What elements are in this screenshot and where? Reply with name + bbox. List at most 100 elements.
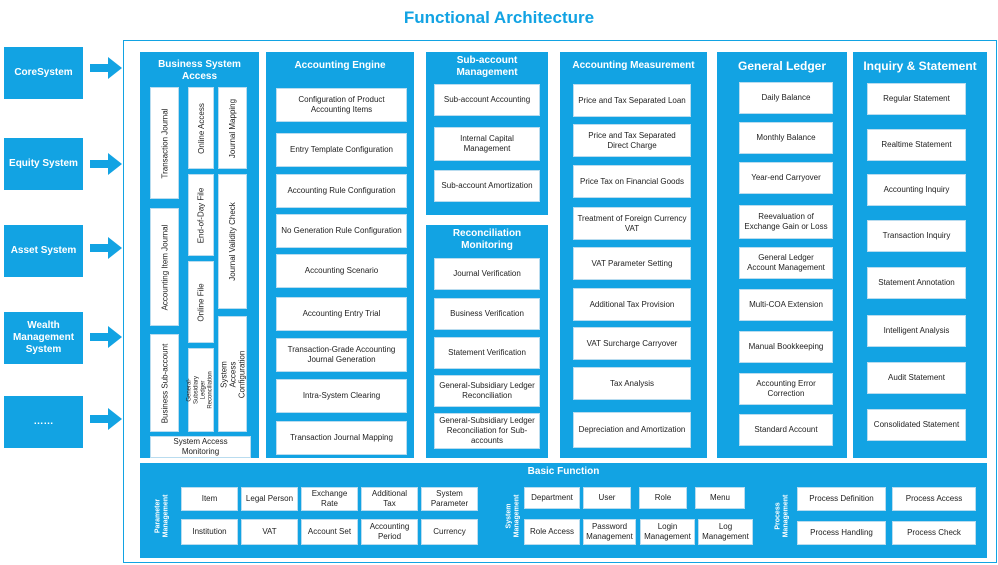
box-label: General-Subsidiary Ledger Reconciliation bbox=[187, 371, 215, 409]
is-box: Regular Statement bbox=[867, 83, 966, 115]
rm-box: General-Subsidiary Ledger Reconciliation bbox=[434, 375, 540, 407]
param-box: Institution bbox=[181, 519, 238, 545]
param-box: Currency bbox=[421, 519, 478, 545]
gl-box: Reevaluation of Exchange Gain or Loss bbox=[739, 205, 833, 239]
source-label: Asset System bbox=[10, 245, 77, 256]
rm-box: Journal Verification bbox=[434, 258, 540, 290]
gl-box: Accounting Error Correction bbox=[739, 373, 833, 405]
source-label: Equity System bbox=[9, 158, 78, 169]
ae-box: Transaction Journal Mapping bbox=[276, 421, 407, 455]
source-core-system: CoreSystem bbox=[4, 47, 83, 99]
proc-box: Process Access bbox=[892, 487, 976, 511]
journal-validity-check-box: Journal Validity Check bbox=[218, 174, 247, 309]
param-box: Account Set bbox=[301, 519, 358, 545]
ae-box: Entry Template Configuration bbox=[276, 133, 407, 167]
online-file-box: Online File bbox=[188, 261, 214, 343]
system-access-configuration-box: System Access Configuration bbox=[218, 316, 247, 432]
gl-box: Year-end Carryover bbox=[739, 162, 833, 194]
gl-box: Standard Account bbox=[739, 414, 833, 446]
param-box: Legal Person bbox=[241, 487, 298, 511]
gl-box: Monthly Balance bbox=[739, 122, 833, 154]
system-management-label: System Management bbox=[501, 483, 525, 549]
source-label: Wealth Management System bbox=[12, 320, 75, 355]
gl-box: Multi-COA Extension bbox=[739, 289, 833, 321]
ae-box: Transaction-Grade Accounting Journal Gen… bbox=[276, 338, 407, 372]
business-sub-account-box: Business Sub-account bbox=[150, 334, 179, 432]
end-of-day-file-box: End-of-Day File bbox=[188, 174, 214, 256]
ae-box: Accounting Rule Configuration bbox=[276, 174, 407, 208]
accounting-item-journal-box: Accounting Item Journal bbox=[150, 208, 179, 326]
source-equity-system: Equity System bbox=[4, 138, 83, 190]
inquiry-statement-header: Inquiry & Statement bbox=[863, 59, 977, 73]
group-label: Parameter Management bbox=[154, 494, 169, 538]
system-access-monitoring-box: System Access Monitoring bbox=[150, 436, 251, 458]
business-system-access-header: Business System Access bbox=[158, 59, 241, 82]
basic-function-header: Basic Function bbox=[527, 466, 600, 477]
parameter-management-label: Parameter Management bbox=[152, 483, 172, 549]
online-access-box: Online Access bbox=[188, 87, 214, 169]
source-wealth-management-system: Wealth Management System bbox=[4, 312, 83, 364]
ae-box: No Generation Rule Configuration bbox=[276, 214, 407, 248]
is-box: Statement Annotation bbox=[867, 267, 966, 299]
sys-box: Menu bbox=[695, 487, 745, 509]
am-box: Price and Tax Separated Direct Charge bbox=[573, 124, 691, 157]
sys-box: User bbox=[583, 487, 631, 509]
right-arrow-icon bbox=[90, 326, 122, 348]
am-box: Additional Tax Provision bbox=[573, 288, 691, 321]
sys-box: Role bbox=[639, 487, 687, 509]
gl-reconciliation-box: General-Subsidiary Ledger Reconciliation bbox=[187, 348, 215, 432]
group-label: System Management bbox=[505, 494, 520, 538]
param-box: Additional Tax bbox=[361, 487, 418, 511]
right-arrow-icon bbox=[90, 153, 122, 175]
ae-box: Configuration of Product Accounting Item… bbox=[276, 88, 407, 122]
box-label: Journal Validity Check bbox=[228, 202, 237, 281]
is-box: Transaction Inquiry bbox=[867, 220, 966, 252]
page-title: Functional Architecture bbox=[403, 8, 595, 27]
process-management-label: Process Management bbox=[771, 483, 793, 549]
right-arrow-icon bbox=[90, 57, 122, 79]
box-label: Transaction Journal bbox=[160, 108, 169, 178]
general-ledger-header: General Ledger bbox=[737, 59, 827, 73]
proc-box: Process Check bbox=[892, 521, 976, 545]
ae-box: Intra-System Clearing bbox=[276, 379, 407, 413]
box-label: Online File bbox=[196, 282, 206, 322]
is-box: Audit Statement bbox=[867, 362, 966, 394]
ae-box: Accounting Entry Trial bbox=[276, 297, 407, 331]
box-label: Business Sub-account bbox=[160, 343, 170, 423]
right-arrow-icon bbox=[90, 408, 122, 430]
param-box: VAT bbox=[241, 519, 298, 545]
source-label: CoreSystem bbox=[14, 67, 73, 78]
is-box: Consolidated Statement bbox=[867, 409, 966, 441]
sys-box: Role Access bbox=[524, 519, 580, 545]
sys-box: Login Management bbox=[640, 519, 695, 545]
am-box: Treatment of Foreign Currency VAT bbox=[573, 207, 691, 240]
transaction-journal-box: Transaction Journal bbox=[150, 87, 179, 199]
param-box: Item bbox=[181, 487, 238, 511]
rm-box: Business Verification bbox=[434, 298, 540, 330]
am-box: Price Tax on Financial Goods bbox=[573, 165, 691, 198]
gl-box: Manual Bookkeeping bbox=[739, 331, 833, 363]
box-label: Journal Mapping bbox=[228, 98, 237, 158]
param-box: System Parameter bbox=[421, 487, 478, 511]
gl-box: Daily Balance bbox=[739, 82, 833, 114]
am-box: VAT Parameter Setting bbox=[573, 247, 691, 280]
param-box: Exchange Rate bbox=[301, 487, 358, 511]
sam-box: Sub-account Accounting bbox=[434, 84, 540, 116]
box-label: Accounting Item Journal bbox=[160, 224, 170, 310]
sys-box: Password Management bbox=[583, 519, 636, 545]
box-label: System Access Configuration bbox=[219, 350, 247, 398]
gl-box: General Ledger Account Management bbox=[739, 247, 833, 279]
box-label: End-of-Day File bbox=[196, 187, 206, 243]
source-asset-system: Asset System bbox=[4, 225, 83, 277]
sam-box: Sub-account Amortization bbox=[434, 170, 540, 202]
rm-box: General-Subsidiary Ledger Reconciliation… bbox=[434, 413, 540, 449]
am-box: Price and Tax Separated Loan bbox=[573, 84, 691, 117]
rm-box: Statement Verification bbox=[434, 337, 540, 369]
am-box: Depreciation and Amortization bbox=[573, 412, 691, 448]
am-box: Tax Analysis bbox=[573, 367, 691, 400]
sub-account-management-header: Sub-account Management bbox=[456, 55, 518, 78]
sys-box: Log Management bbox=[698, 519, 753, 545]
group-label: Process Management bbox=[774, 494, 790, 538]
sys-box: Department bbox=[524, 487, 580, 509]
proc-box: Process Handling bbox=[797, 521, 886, 545]
